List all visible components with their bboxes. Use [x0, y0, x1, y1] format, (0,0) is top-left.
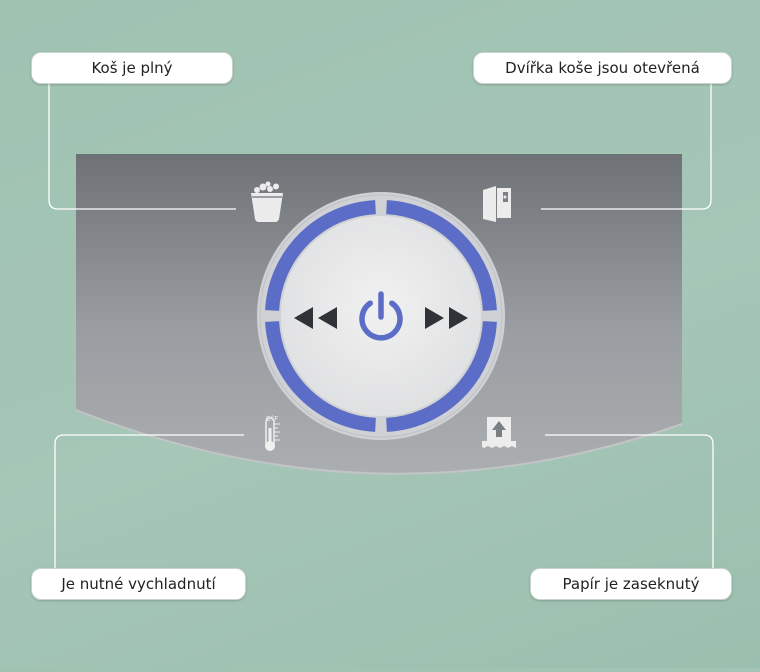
leader-lines [48, 82, 714, 568]
leader-line-bin-full [48, 82, 236, 210]
bin-door-icon [483, 186, 511, 222]
callout-paper-jam: Papír je zaseknutý [530, 568, 732, 600]
callout-bin-door-open: Dvířka koše jsou otevřená [473, 52, 732, 84]
leader-line-bin-door [541, 82, 712, 210]
paper-jam-icon [482, 417, 516, 448]
svg-text:C°F: C°F [266, 415, 278, 423]
forward-button[interactable] [425, 307, 468, 329]
ring-segment-top-right [386, 200, 497, 311]
reverse-button[interactable] [294, 307, 337, 329]
ring-segment-bottom-right [386, 321, 497, 432]
callout-cooling-needed: Je nutné vychladnutí [31, 568, 246, 600]
power-button[interactable] [359, 291, 403, 341]
ring-segment-bottom-left [265, 321, 376, 432]
panel-lower-edge [75, 409, 683, 475]
forward-icon [425, 307, 468, 329]
power-icon [359, 291, 403, 341]
leader-line-cooling [54, 434, 244, 568]
bin-full-icon [251, 181, 283, 222]
leader-line-paper-jam [545, 434, 714, 568]
thermometer-icon: C°F [265, 415, 280, 451]
reverse-icon [294, 307, 337, 329]
callout-bin-full: Koš je plný [31, 52, 233, 84]
ring-segment-top-left [265, 200, 376, 311]
